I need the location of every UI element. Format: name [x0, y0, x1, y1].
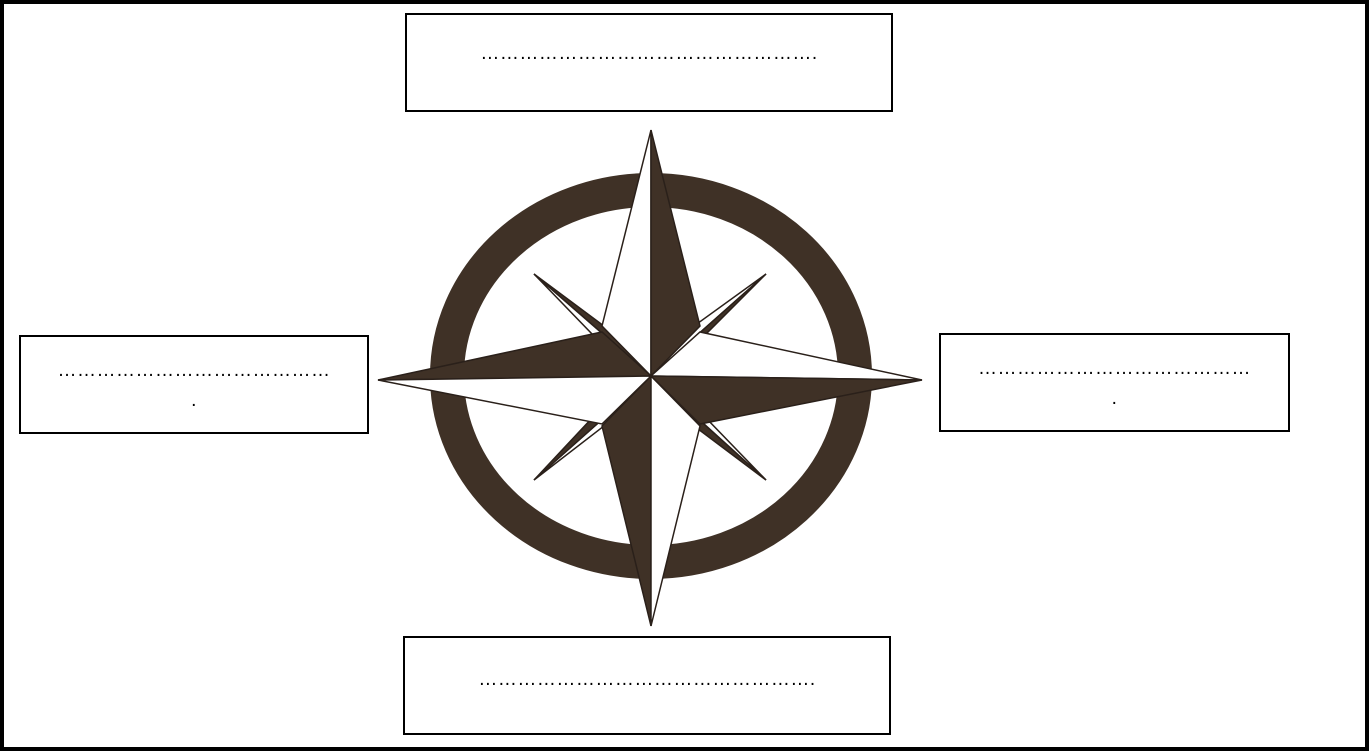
compass-south-point	[602, 376, 700, 626]
answer-box-north[interactable]: …………………………………………….	[405, 13, 893, 112]
answer-box-south[interactable]: …………………………………………….	[403, 636, 891, 735]
compass-east-point	[651, 332, 922, 424]
compass-rose-icon	[374, 126, 930, 632]
compass-north-point	[602, 130, 700, 376]
answer-box-east[interactable]: …………………………………… .	[939, 333, 1290, 432]
compass-west-point	[378, 332, 651, 424]
answer-box-west[interactable]: …………………………………… .	[19, 335, 369, 434]
